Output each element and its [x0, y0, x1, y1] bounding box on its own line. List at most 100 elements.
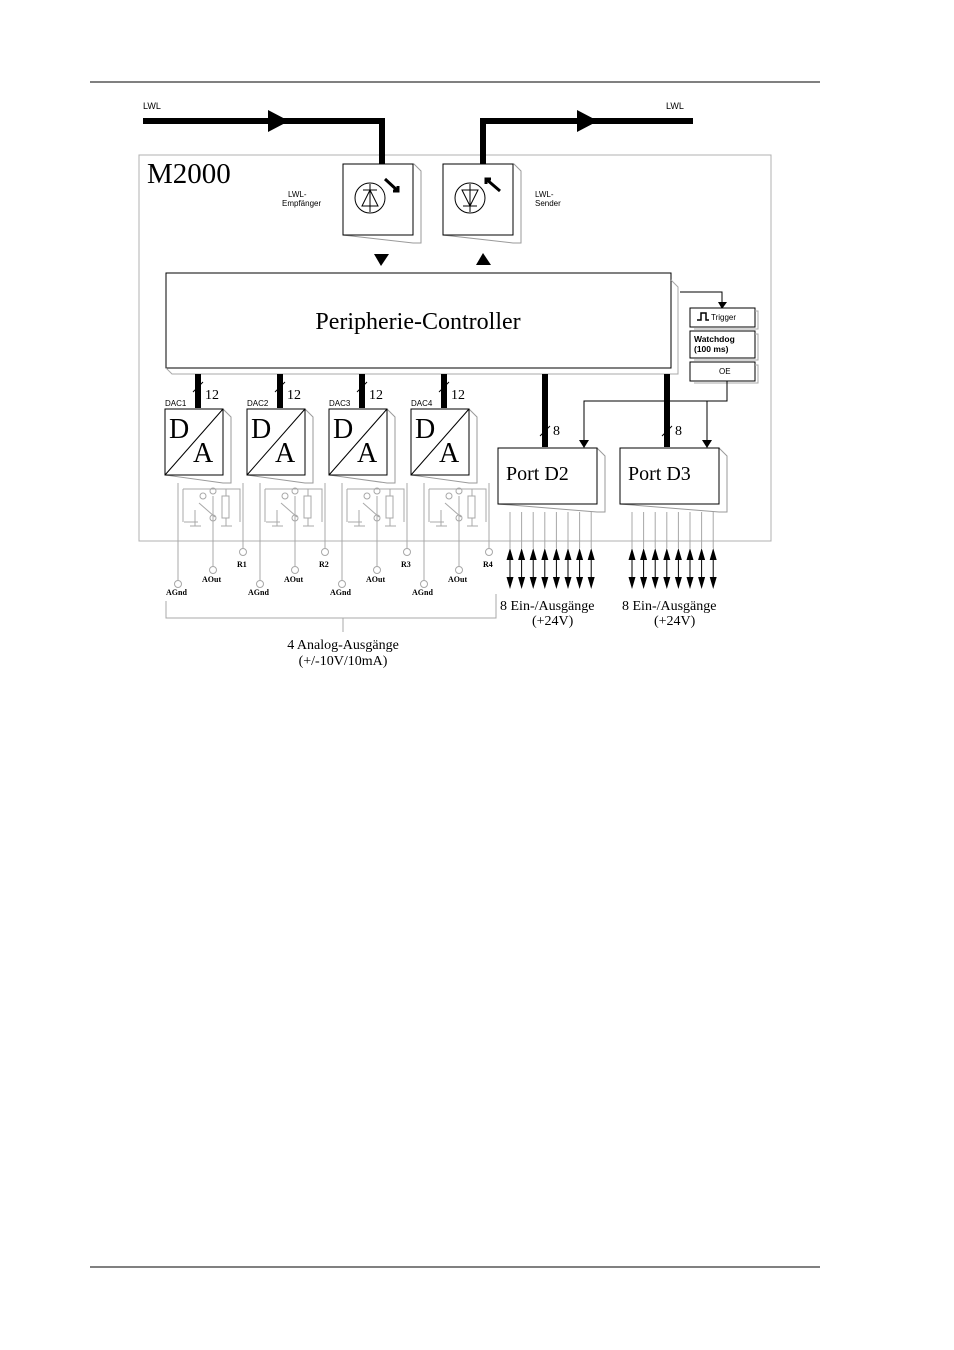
io-arrow-down [640, 577, 648, 589]
r-label: R3 [401, 560, 411, 569]
dac-group: 12DAC1DAR1AOutAGnd12DAC2DAR2AOutAGnd12DA… [164, 374, 493, 597]
oe-arrow-d3 [702, 440, 712, 448]
analog-bracket [165, 594, 497, 619]
aout-label: AOut [202, 575, 221, 584]
agnd-terminal [338, 580, 346, 588]
sender-light-icon [484, 177, 501, 193]
watchdog-box [689, 330, 756, 359]
lwl-in-arrow [268, 110, 289, 132]
io-arrow-up [640, 548, 648, 560]
lwl-receiver-box [342, 163, 422, 244]
r-label: R4 [483, 560, 493, 569]
port-bits-label: 8 [675, 424, 682, 439]
trigger-label: Trigger [711, 313, 736, 322]
io-arrow-down [587, 577, 595, 589]
system-title: M2000 [147, 158, 231, 190]
receiver-label-2: Empfänger [282, 199, 321, 208]
port-voltage-label: (+24V) [654, 614, 696, 629]
lwl-sender-box [442, 163, 522, 244]
io-arrow-down [698, 577, 706, 589]
aout-label: AOut [284, 575, 303, 584]
peripherie-controller-box [165, 272, 672, 369]
lwl-out-arrow [577, 110, 598, 132]
io-arrow-down [552, 577, 560, 589]
dac-relay-circuit [177, 483, 244, 581]
aout-terminal [373, 566, 381, 574]
io-arrow-down [628, 577, 636, 589]
receiver-label-1: LWL- [288, 190, 307, 199]
watchdog-label-2: (100 ms) [694, 344, 729, 354]
io-arrow-up [686, 548, 694, 560]
sender-label-1: LWL- [535, 190, 554, 199]
io-arrow-down [529, 577, 537, 589]
controller-label: Peripherie-Controller [315, 309, 520, 335]
agnd-terminal [256, 580, 264, 588]
r-terminal [239, 548, 247, 556]
dac-a-label: A [357, 438, 378, 469]
analog-label-2: (+/-10V/10mA) [299, 654, 388, 669]
r-terminal [485, 548, 493, 556]
dac-bits-label: 12 [205, 388, 219, 403]
aout-terminal [291, 566, 299, 574]
dac-name-label: DAC1 [165, 399, 187, 408]
r-label: R1 [237, 560, 247, 569]
io-arrow-up [564, 548, 572, 560]
io-arrow-up [552, 548, 560, 560]
lwl-out-label: LWL [666, 101, 684, 111]
trigger-arrow [718, 302, 727, 309]
io-arrow-down [564, 577, 572, 589]
port-label: Port D3 [628, 463, 691, 485]
receiver-down-arrow [374, 254, 389, 266]
r-label: R2 [319, 560, 329, 569]
dac-bits-label: 12 [451, 388, 465, 403]
agnd-label: AGnd [330, 588, 351, 597]
io-arrow-down [518, 577, 526, 589]
dac-d-label: D [169, 414, 189, 445]
lwl-in-fiber [143, 118, 385, 166]
agnd-label: AGnd [412, 588, 433, 597]
io-arrow-down [651, 577, 659, 589]
lwl-in-label: LWL [143, 101, 161, 111]
oe-arrow-d2 [579, 440, 589, 448]
analog-label-1: 4 Analog-Ausgänge [287, 638, 399, 653]
dac-d-label: D [333, 414, 353, 445]
io-arrow-down [541, 577, 549, 589]
dac-name-label: DAC2 [247, 399, 269, 408]
trigger-pulse-icon [697, 312, 709, 321]
io-arrow-up [576, 548, 584, 560]
m2000-enclosure [138, 154, 772, 542]
dac-bits-label: 12 [287, 388, 301, 403]
io-arrow-up [663, 548, 671, 560]
io-arrow-down [506, 577, 514, 589]
r-terminal [321, 548, 329, 556]
aout-label: AOut [366, 575, 385, 584]
io-arrow-down [663, 577, 671, 589]
dac-a-label: A [193, 438, 214, 469]
agnd-terminal [174, 580, 182, 588]
dac-a-label: A [439, 438, 460, 469]
lwl-out-fiber [480, 118, 693, 166]
io-arrow-up [518, 548, 526, 560]
dac-name-label: DAC3 [329, 399, 351, 408]
r-terminal [403, 548, 411, 556]
aout-label: AOut [448, 575, 467, 584]
oe-box [689, 361, 756, 382]
io-arrow-down [674, 577, 682, 589]
port-voltage-label: (+24V) [532, 614, 574, 629]
io-arrow-down [686, 577, 694, 589]
io-arrow-up [628, 548, 636, 560]
sender-label-2: Sender [535, 199, 561, 208]
port-label: Port D2 [506, 463, 569, 485]
io-arrow-up [651, 548, 659, 560]
agnd-label: AGnd [248, 588, 269, 597]
dac-relay-circuit [259, 483, 326, 581]
aout-terminal [209, 566, 217, 574]
sender-up-arrow [476, 253, 491, 265]
io-arrow-down [576, 577, 584, 589]
